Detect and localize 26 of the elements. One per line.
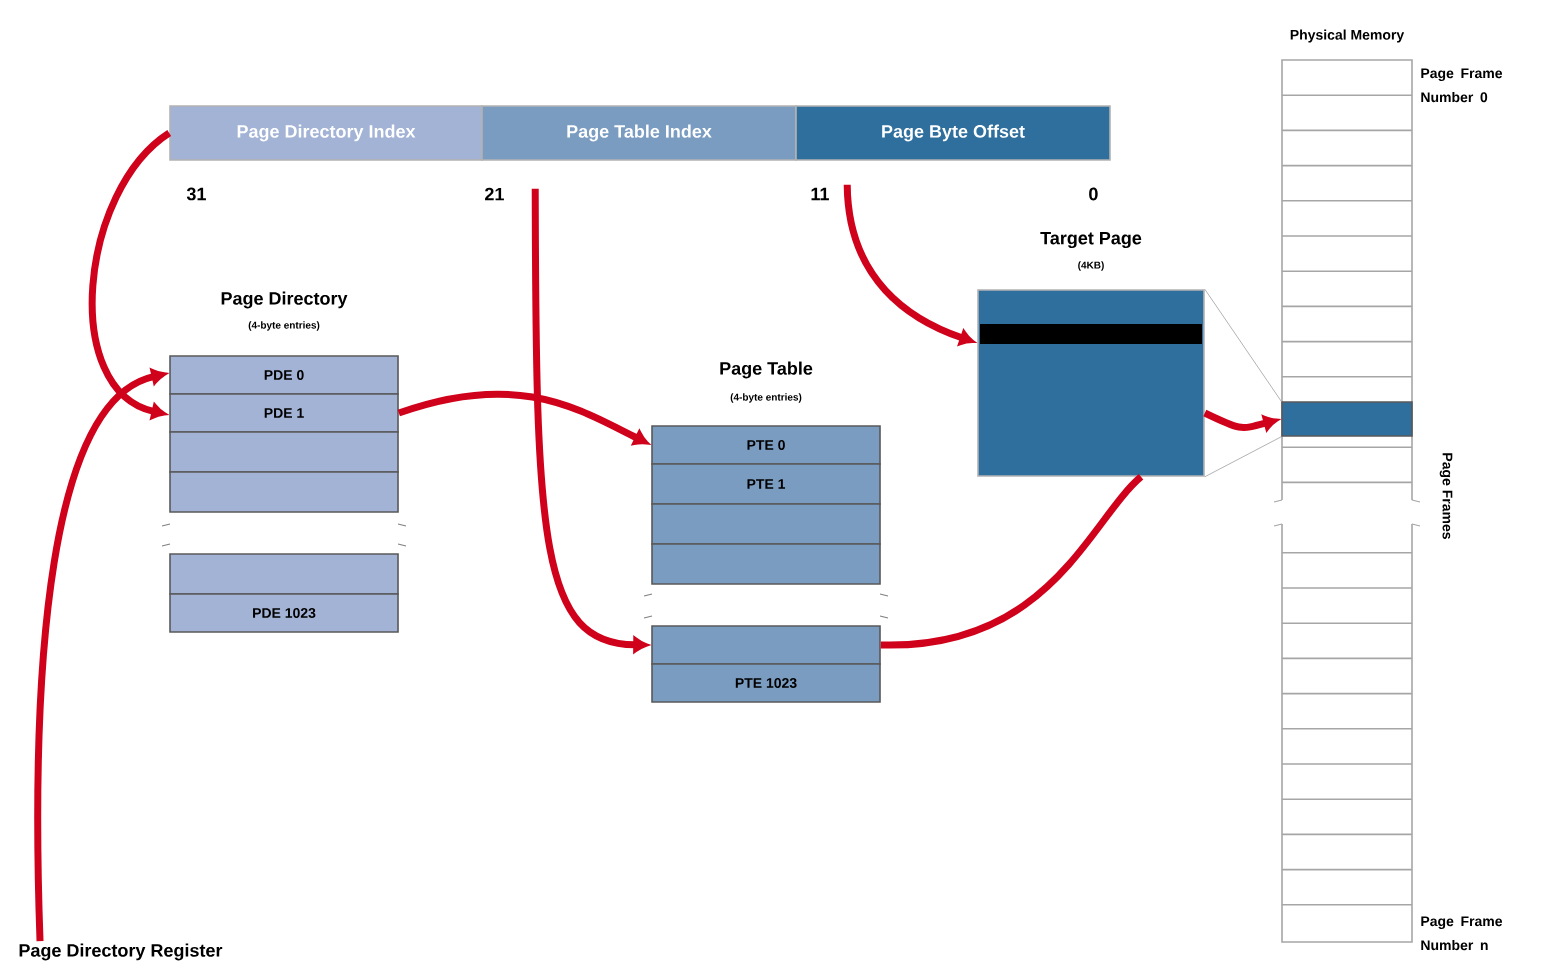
table-heading: Page Table — [720, 361, 813, 379]
table-heading: Page Directory — [221, 291, 348, 309]
zoom-line — [1204, 436, 1282, 478]
arrow — [34, 368, 166, 942]
arrow — [531, 188, 648, 653]
arrow — [843, 184, 975, 346]
register-label: Page Directory Register — [19, 943, 223, 961]
bit-number: 21 — [485, 187, 504, 201]
table-entry-row — [169, 471, 399, 513]
bit-number: 11 — [811, 187, 829, 201]
table-entry-row — [169, 431, 399, 473]
arrow — [89, 130, 172, 420]
arrow — [397, 390, 649, 446]
table-entry-row — [651, 503, 881, 545]
bit-field-box: Page Table Index — [481, 105, 797, 161]
arrow — [1203, 409, 1278, 431]
bit-number: 31 — [186, 187, 206, 201]
page-frame-row — [1281, 401, 1413, 437]
bit-number: 0 — [1089, 187, 1098, 201]
table-entry-row — [169, 553, 399, 595]
node-label: Target Page — [1040, 231, 1142, 249]
bit-field-box: Page Byte Offset — [795, 105, 1111, 161]
table-entry-row — [651, 543, 881, 585]
table-entry-row — [651, 625, 881, 665]
zoom-line — [1204, 288, 1282, 402]
bit-field-box: Page Directory Index — [169, 105, 483, 161]
